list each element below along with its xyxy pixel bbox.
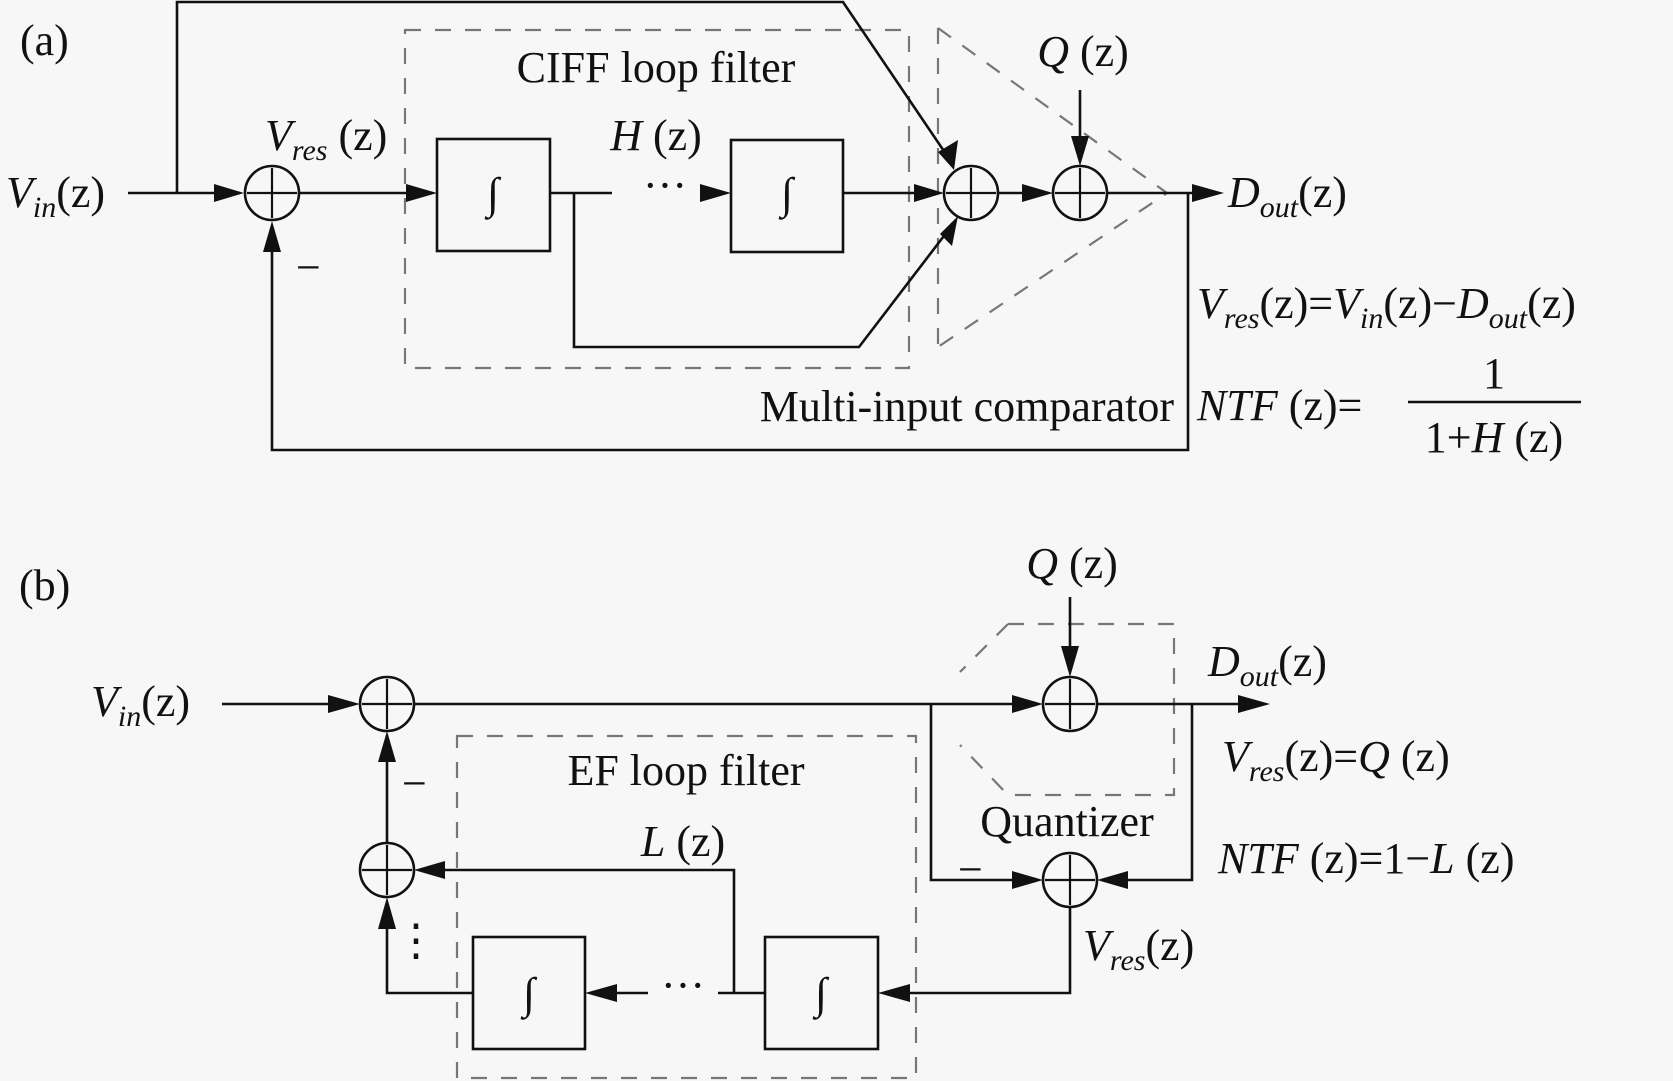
minus-sign: − xyxy=(958,845,983,894)
residue-label-b: Vres(z) xyxy=(1083,921,1194,977)
input-label-b: Vin(z) xyxy=(91,677,190,733)
arrowhead xyxy=(1192,184,1224,202)
output-tap-wire xyxy=(1125,704,1194,882)
ntf-numerator: 1 xyxy=(1483,349,1505,398)
arrowhead xyxy=(878,984,910,1002)
residue-equation-a: Vres(z)=Vin(z)−Dout(z) xyxy=(1197,279,1576,335)
panel-b: (b) EF loop filter L (z) Quantizer Vin(z… xyxy=(19,539,1515,1080)
vertical-ellipsis: ⋮ xyxy=(394,916,438,965)
ef-loop-filter-title: EF loop filter xyxy=(567,746,804,795)
output-label-b: Dout(z) xyxy=(1207,637,1327,693)
summing-node-residue xyxy=(1041,851,1099,909)
summing-node-quantization-noise-b xyxy=(1041,675,1099,733)
quantizer-label: Quantizer xyxy=(980,797,1154,846)
arrowhead xyxy=(700,184,731,202)
minus-sign: − xyxy=(402,759,427,808)
arrowhead xyxy=(378,731,396,762)
wire xyxy=(385,925,473,995)
integrator-block-2 xyxy=(729,138,845,254)
feedforward-branch-wire xyxy=(572,193,952,349)
input-label-a: Vin(z) xyxy=(6,168,105,224)
output-label-a: Dout(z) xyxy=(1227,168,1347,224)
summing-node-quantization-noise-a xyxy=(1051,164,1109,222)
panel-a: (a) CIFF loop filter Vin(z) Vres (z) ∫ H… xyxy=(6,0,1581,462)
arrowhead xyxy=(938,140,958,170)
arrowhead xyxy=(1238,695,1270,713)
residue-label-a: Vres (z) xyxy=(265,111,387,167)
arrowhead xyxy=(406,184,437,202)
arrowhead xyxy=(263,221,281,252)
ntf-equation-b: NTF (z)=1−L (z) xyxy=(1217,834,1515,883)
arrowhead xyxy=(1022,184,1053,202)
feedback-wire-a xyxy=(270,193,1190,452)
chain-ellipsis: ··· xyxy=(661,961,705,1010)
arrowhead xyxy=(414,861,445,879)
arrowhead xyxy=(585,984,617,1002)
ntf-denominator: 1+H (z) xyxy=(1425,413,1563,462)
panel-a-tag: (a) xyxy=(20,16,69,65)
loop-filter-transfer-label-b: L (z) xyxy=(640,817,725,866)
integrator-block-1 xyxy=(435,137,552,253)
chain-ellipsis: ··· xyxy=(643,161,687,210)
residue-equation-b: Vres(z)=Q (z) xyxy=(1222,732,1450,788)
arrowhead xyxy=(914,184,944,202)
summing-node-input xyxy=(243,164,301,222)
comparator-label: Multi-input comparator xyxy=(760,382,1175,431)
integrator-symbol: ∫ xyxy=(484,169,502,220)
quantizer-boundary xyxy=(959,622,1176,797)
arrowhead xyxy=(1097,871,1128,889)
loop-filter-output-wire xyxy=(445,868,736,993)
panel-b-tag: (b) xyxy=(19,561,70,610)
quantization-noise-label-b: Q (z) xyxy=(1026,539,1118,588)
integrator-symbol: ∫ xyxy=(520,969,538,1020)
ciff-loop-filter-title: CIFF loop filter xyxy=(517,43,796,92)
arrowhead xyxy=(214,184,244,202)
integrator-symbol: ∫ xyxy=(812,969,830,1020)
minus-sign: − xyxy=(296,243,321,292)
quantization-noise-label-a: Q (z) xyxy=(1037,27,1129,76)
arrowhead xyxy=(1071,136,1089,166)
arrowhead xyxy=(328,695,360,713)
integrator-symbol: ∫ xyxy=(778,169,796,220)
arrowhead xyxy=(1061,646,1079,677)
residue-wire xyxy=(908,907,1072,995)
pre-quantizer-tap-wire xyxy=(929,704,1015,882)
ef-loop-filter-boundary xyxy=(455,734,918,1080)
feedforward-wire xyxy=(175,0,952,193)
arrowhead xyxy=(1012,695,1043,713)
summing-node-loop-filter xyxy=(358,841,416,899)
ntf-equation-a-lhs: NTF (z)= xyxy=(1196,381,1362,430)
ciff-loop-filter-boundary xyxy=(403,28,911,370)
summing-node-feedforward xyxy=(942,164,1000,222)
arrowhead xyxy=(378,897,396,929)
arrowhead xyxy=(940,216,958,246)
arrowhead xyxy=(1012,871,1043,889)
loop-filter-transfer-label-a: H (z) xyxy=(609,111,702,160)
summing-node-input-b xyxy=(358,675,416,733)
